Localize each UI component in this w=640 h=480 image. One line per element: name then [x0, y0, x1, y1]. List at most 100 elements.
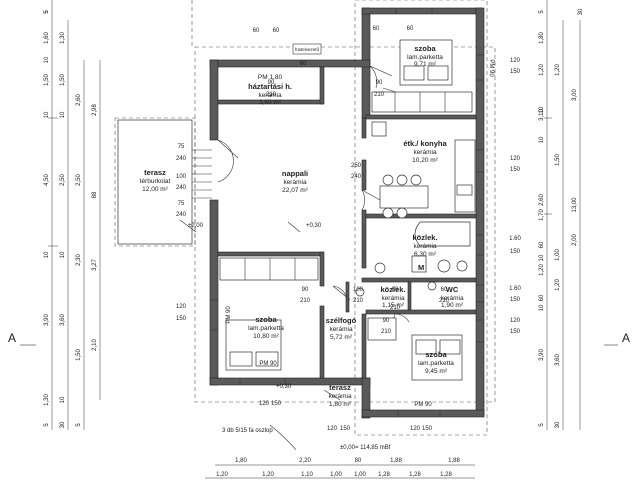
dim-left-label: 2,98 — [92, 104, 98, 116]
dim-bottom-label: 1,00 — [354, 472, 366, 478]
opening-dimension-label: 240 — [176, 185, 187, 191]
dim-left-label: 1,30 — [60, 32, 66, 44]
living-floor: kerámia — [283, 179, 307, 186]
dim-left-label: 3,27 — [92, 259, 98, 271]
opening-dimension-label: 150 — [510, 329, 521, 335]
opening-dimension-label: 240 — [176, 156, 187, 162]
dim-top-label: 30 — [578, 8, 584, 15]
opening-dimension-label: 250 — [351, 163, 362, 169]
bedroom-top-area: 9,71 m² — [414, 61, 437, 68]
dim-bottom-label: 1,20 — [262, 472, 274, 478]
utility-area: 3,60 m² — [259, 99, 282, 106]
dimension-text: 51,60101,50104,50103,901,3051,301,50102,… — [44, 8, 584, 478]
wardrobe-area: 5,72 m² — [330, 334, 353, 341]
opening-dimension-label: 240 — [176, 212, 187, 218]
dim-bottom-label: 1,20 — [216, 472, 228, 478]
dim-right-label: 1,20 — [539, 64, 545, 76]
opening-dimension-label: 210 — [300, 298, 311, 304]
dim-left-label: 3,90 — [44, 314, 50, 326]
pm90-left: PM 90 — [226, 306, 232, 324]
dim-right-label: 3,10 — [539, 109, 545, 121]
hall-area: 6,30 m² — [414, 251, 437, 258]
dim-left-label: 10 — [60, 251, 66, 258]
dim-left-label: 1,60 — [44, 32, 50, 44]
opening-dimension-label: 120 — [410, 426, 421, 432]
opening-dimension-label: 150 — [176, 316, 187, 322]
dim-left-label: 10 — [60, 396, 66, 403]
dim-right-label: 10 — [539, 106, 545, 113]
opening-dimension-label: 210 — [381, 329, 392, 335]
bedroom-right-name: szoba — [425, 350, 447, 359]
dim-bottom-label: 1,28 — [378, 472, 390, 478]
hall-name: közlek. — [412, 233, 437, 242]
opening-dimension-label: 75 — [178, 144, 185, 150]
section-marker-right: A — [622, 331, 630, 345]
misc-labels: PM 90 PM 90 PM 90 PM 90 +0,30 +0,30 ±0,0… — [8, 59, 630, 451]
hall-small-name: közlek. — [380, 285, 405, 294]
opening-dimension-label: 90 — [302, 287, 309, 293]
opening-dimension-label: 120 — [259, 401, 270, 407]
terrace-steps — [192, 149, 212, 199]
opening-dimension-label: 150 — [422, 426, 433, 432]
hall-small-area: 1,15 m² — [382, 302, 405, 309]
dim-left-label: 2,50 — [76, 174, 82, 186]
opening-dimension-label: 210 — [390, 305, 401, 311]
opening-dimension-label: 240 — [351, 174, 362, 180]
opening-dimension-label: 150 — [510, 249, 521, 255]
dim-left-label: 1,50 — [60, 74, 66, 86]
dim-left-label: 2,50 — [60, 174, 66, 186]
pm90-bedroom-right: PM 90 — [414, 402, 432, 408]
dim-right-label: 1,20 — [555, 279, 561, 291]
wardrobe-floor: kerámia — [329, 326, 353, 333]
dim-left-label: 5 — [44, 10, 50, 14]
windows — [210, 8, 484, 417]
opening-dimension-label: 150 — [271, 401, 282, 407]
dim-right-label: 60 — [539, 241, 545, 248]
dim-bottom-label: 1,88 — [448, 458, 460, 464]
dim-left-label: 10 — [60, 111, 66, 118]
dim-right-label: 3,60 — [555, 354, 561, 366]
dim-left-label: 1,50 — [76, 349, 82, 361]
opening-dimension-label: 150 — [510, 167, 521, 173]
terrace-left-area: 12,00 m² — [142, 186, 168, 193]
wc-floor: kerámia — [440, 295, 464, 302]
wc-name: WC — [446, 285, 459, 294]
dim-bottom-label: 80 — [355, 458, 362, 464]
column-note: 3 db 5/15 fa oszlop — [222, 428, 273, 434]
opening-dimension-label: 210 — [266, 92, 277, 98]
dim-right-label: 1,00 — [555, 249, 561, 261]
utility-pm: PM 1,80 — [258, 74, 283, 81]
opening-dimension-label: 100 — [176, 174, 187, 180]
opening-dimension-label: 60 — [441, 287, 448, 293]
hall-small-floor: kerámia — [381, 295, 405, 302]
vent-box — [292, 43, 322, 55]
opening-dimension-label: 150 — [510, 297, 521, 303]
opening-dimension-label: 60 — [373, 26, 380, 32]
dim-right-label: 30 — [555, 421, 561, 428]
opening-dimension-label: 210 — [374, 92, 385, 98]
dim-top-label: 5 — [44, 10, 50, 14]
opening-dimension-label: 75 — [178, 201, 185, 207]
living-area: 22,07 m² — [282, 187, 308, 194]
dim-bottom-label: 1,10 — [301, 472, 313, 478]
dim-right-label: 1,20 — [539, 264, 545, 276]
wc-area: 1,90 m² — [441, 302, 464, 309]
opening-dimension-label: 60 — [407, 26, 414, 32]
terrace-small-floor: kerámia — [328, 393, 352, 400]
dim-right-label: 1,80 — [539, 32, 545, 44]
opening-dimension-label: 60 — [273, 28, 280, 34]
dim-left-label: 2,10 — [92, 339, 98, 351]
kitchen-name: étk./ konyha — [403, 139, 447, 148]
dim-left-label: 2,60 — [76, 94, 82, 106]
dim-bottom-label: 1,00 — [330, 472, 342, 478]
opening-dimension-label: 150 — [510, 69, 521, 75]
dim-right-label: 60 — [539, 294, 545, 301]
dim-right-label: 2,00 — [572, 234, 578, 246]
dim-right-label: 1,20 — [555, 64, 561, 76]
dim-right-label: 10 — [539, 254, 545, 261]
furniture — [219, 39, 476, 381]
bedroom-left-floor: lam.parketta — [248, 325, 284, 332]
opening-dimension-label: 60 — [253, 28, 260, 34]
level-plus030-bottom: +0,30 — [276, 384, 292, 390]
